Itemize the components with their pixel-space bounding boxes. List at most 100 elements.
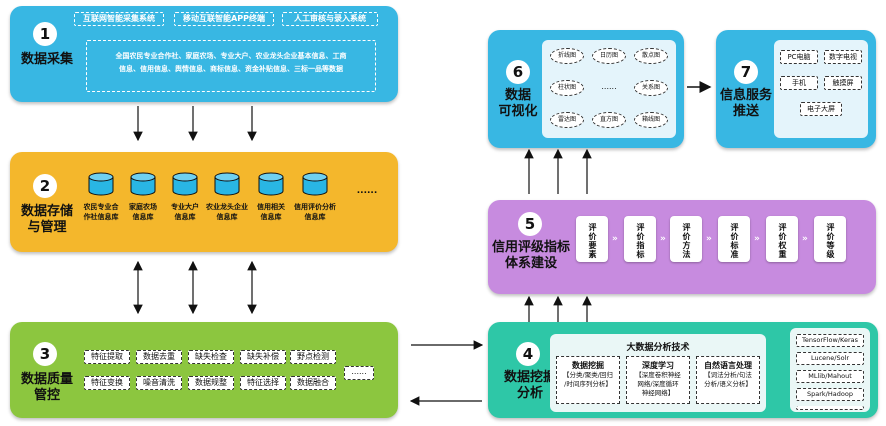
panel-data-storage: 2 数据存储与管理 农民专业合作社信息库家庭农场信息库专业大户信息库农业龙头企业… [10,152,398,252]
chart-type-oval: 日历图 [592,48,626,64]
database-label-line: 信息库 [260,213,282,221]
tool-tag: Lucene/Solr [796,352,864,365]
chart-type-oval: 散点图 [634,48,668,64]
analysis-method-desc: 【词法分析/句法 [704,371,752,379]
chevron-right-icon: » [660,234,666,244]
analysis-method-desc: /时间序列分析】 [564,380,612,388]
chart-type-oval: 柱状图 [550,80,584,96]
analysis-method-box: 自然语言处理【词法分析/句法分析/语义分析】 [696,356,760,404]
quality-tag: 特征选择 [240,376,286,390]
source-tab: 移动互联智能APP终端 [174,12,274,26]
panel-title: 数据质量管控 [20,372,73,403]
database-label-line: 专业大户 [171,203,199,211]
database-icon [302,172,328,196]
analysis-method-desc: 【分类/聚类/回归 [563,371,613,379]
panel-info-push: 7 信息服务推送 PC电脑 数字电视 手机 触摸屏 电子大屏 [716,30,876,148]
evaluation-card: 评价等级 [814,216,846,262]
chevron-right-icon: » [754,234,760,244]
step-number-badge: 3 [33,342,57,366]
analysis-heading: 大数据分析技术 [626,343,690,353]
panel-data-collection: 1 数据采集 互联网智能采集系统 移动互联智能APP终端 人工审核与录入系统 全… [10,6,398,102]
database-icon [172,172,198,196]
panel-title: 数据挖掘分析 [503,370,556,401]
step-number-badge: 1 [33,22,57,46]
step-number-badge: 4 [516,342,540,366]
database-icon [130,172,156,196]
source-tab: 互联网智能采集系统 [74,12,164,26]
panel-title: 数据可视化 [498,88,538,119]
tool-tag-empty [796,406,864,410]
panel-title: 信息服务推送 [719,88,772,119]
panel-visualization: 6 数据可视化 折线图日历图散点图柱状图...... 关系图雷达图直方图箱线图 [488,30,684,148]
database-label-line: 信用评价分析 [294,203,336,211]
database-label-line: 家庭农场 [129,203,157,211]
info-sources-box: 全国农民专业合作社、家庭农场、专业大户、农业龙头企业基本信息、工商 信息、信用信… [86,40,376,92]
analysis-tech-box: 大数据分析技术 数据挖掘【分类/聚类/回归/时间序列分析】深度学习【深度卷积神经… [550,334,766,412]
database-label: 农业龙头企业信息库 [202,202,252,222]
database-icon [214,172,240,196]
database-label-line: 信息库 [216,213,238,221]
database-label: 专业大户信息库 [160,202,210,222]
panel-title: 数据采集 [20,52,73,67]
chevron-right-icon: » [706,234,712,244]
device-tag: 触摸屏 [824,76,862,90]
database-label: 信用相关信息库 [246,202,296,222]
analysis-method-desc: 分析/语义分析】 [704,380,752,388]
database-label-line: 农民专业合 [83,203,119,211]
analysis-method-box: 深度学习【深度卷积神经网络/深度循环神经网络】 [626,356,690,404]
quality-tag: 特征提取 [84,350,130,364]
database-label-line: 信息库 [132,213,154,221]
chart-type-oval: 折线图 [550,48,584,64]
chart-types-box: 折线图日历图散点图柱状图...... 关系图雷达图直方图箱线图 [542,40,676,138]
panel-title: 信用评级指标体系建设 [491,240,570,271]
quality-tag: 噪音清洗 [136,376,182,390]
chevron-right-icon: » [802,234,808,244]
chart-type-oval: 直方图 [592,112,626,128]
chart-type-oval: 雷达图 [550,112,584,128]
source-tab: 人工审核与录入系统 [282,12,378,26]
more-ellipsis: ...... [344,366,374,380]
evaluation-card: 评价指标 [624,216,656,262]
step-number-badge: 2 [33,174,57,198]
panel-data-mining: 4 数据挖掘分析 大数据分析技术 数据挖掘【分类/聚类/回归/时间序列分析】深度… [488,322,878,418]
database-icon [88,172,114,196]
quality-tag: 野点检测 [290,350,336,364]
database-label: 农民专业合作社信息库 [76,202,126,222]
quality-tag: 数据去重 [136,350,182,364]
tool-tag: TensorFlow/Keras [796,334,864,347]
evaluation-card: 评价方法 [670,216,702,262]
database-label-line: 作社信息库 [83,213,119,221]
chevron-right-icon: » [612,234,618,244]
step-number-badge: 5 [518,212,542,236]
analysis-method-name: 自然语言处理 [704,361,752,370]
panel-title: 数据存储与管理 [20,204,73,235]
device-tag: 电子大屏 [800,102,842,116]
more-ellipsis: ...... [601,82,617,91]
quality-tag: 数据融合 [290,376,336,390]
quality-tag: 缺失检查 [188,350,234,364]
analysis-method-box: 数据挖掘【分类/聚类/回归/时间序列分析】 [556,356,620,404]
more-ellipsis: ...... [356,186,378,196]
tool-tag: MLlib/Mahout [796,370,864,383]
analysis-method-desc: 神经网络】 [641,389,675,397]
chart-type-oval: 关系图 [634,80,668,96]
device-tag: PC电脑 [780,50,818,64]
evaluation-card: 评价权重 [766,216,798,262]
device-tag: 数字电视 [824,50,862,64]
database-icon [258,172,284,196]
quality-tag: 缺失补偿 [240,350,286,364]
step-number-badge: 6 [506,60,530,84]
devices-box: PC电脑 数字电视 手机 触摸屏 电子大屏 [774,40,868,138]
quality-tag: 特征变换 [84,376,130,390]
step-number-badge: 7 [734,60,758,84]
evaluation-card: 评价标准 [718,216,750,262]
info-line: 信息、信用信息、舆情信息、商标信息、资金补贴信息、三标一品等数据 [119,65,343,73]
quality-tag: 数据规整 [188,376,234,390]
database-label-line: 信息库 [174,213,196,221]
analysis-method-name: 数据挖掘 [572,361,604,370]
evaluation-card: 评价要素 [576,216,608,262]
database-label: 信用评价分析信息库 [290,202,340,222]
chart-type-oval: 箱线图 [634,112,668,128]
analysis-method-name: 深度学习 [642,361,674,370]
